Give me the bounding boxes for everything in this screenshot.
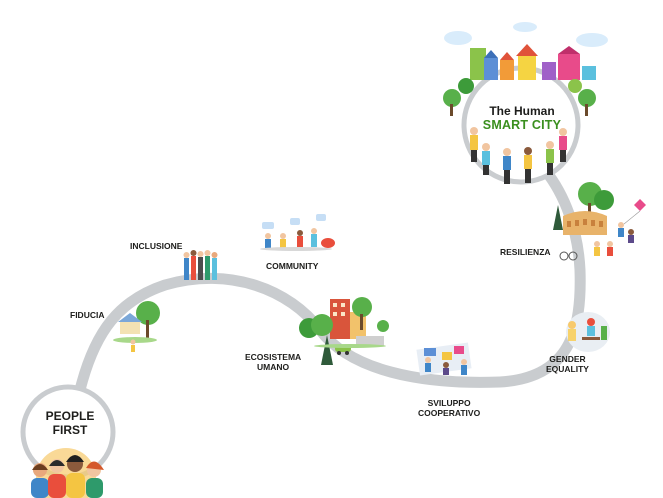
house-tree-icon [113, 301, 160, 352]
step-fiducia-label: FIDUCIA [70, 310, 105, 320]
people-first-label: PEOPLE FIRST [30, 409, 110, 437]
step-gender-line2: EQUALITY [546, 364, 589, 374]
community-work-icon [260, 214, 335, 251]
step-community: COMMUNITY [266, 261, 318, 271]
smart-city-title: The Human SMART CITY [462, 104, 582, 132]
city-block-icon [299, 297, 389, 365]
smart-city-line1: The Human [489, 104, 555, 118]
step-gender: GENDER EQUALITY [546, 354, 589, 374]
people-first-line1: PEOPLE [45, 409, 95, 423]
step-gender-line1: GENDER [549, 354, 586, 364]
colorful-city-icon [443, 22, 608, 184]
step-ecosistema-line1: ECOSISTEMA [245, 352, 302, 362]
step-ecosistema-line2: UMANO [257, 362, 290, 372]
colosseum-park-icon [553, 182, 646, 261]
journey-path [74, 164, 586, 396]
step-inclusione: INCLUSIONE [130, 241, 182, 251]
people-first-line2: FIRST [52, 423, 88, 437]
teamwork-icon [416, 342, 472, 376]
smart-city-line2: SMART CITY [482, 118, 562, 132]
step-ecosistema: ECOSISTEMA UMANO [245, 352, 301, 372]
crowd-icon [183, 250, 218, 280]
step-fiducia: FIDUCIA [70, 310, 104, 320]
step-sviluppo: SVILUPPO COOPERATIVO [418, 398, 480, 418]
step-sviluppo-line2: COOPERATIVO [418, 408, 481, 418]
women-office-icon [566, 312, 610, 352]
step-sviluppo-line1: SVILUPPO [427, 398, 471, 408]
step-resilienza: RESILIENZA [500, 247, 551, 257]
step-resilienza-label: RESILIENZA [500, 247, 551, 257]
people-group-icon [31, 455, 104, 498]
step-inclusione-label: INCLUSIONE [130, 241, 183, 251]
step-community-label: COMMUNITY [266, 261, 319, 271]
